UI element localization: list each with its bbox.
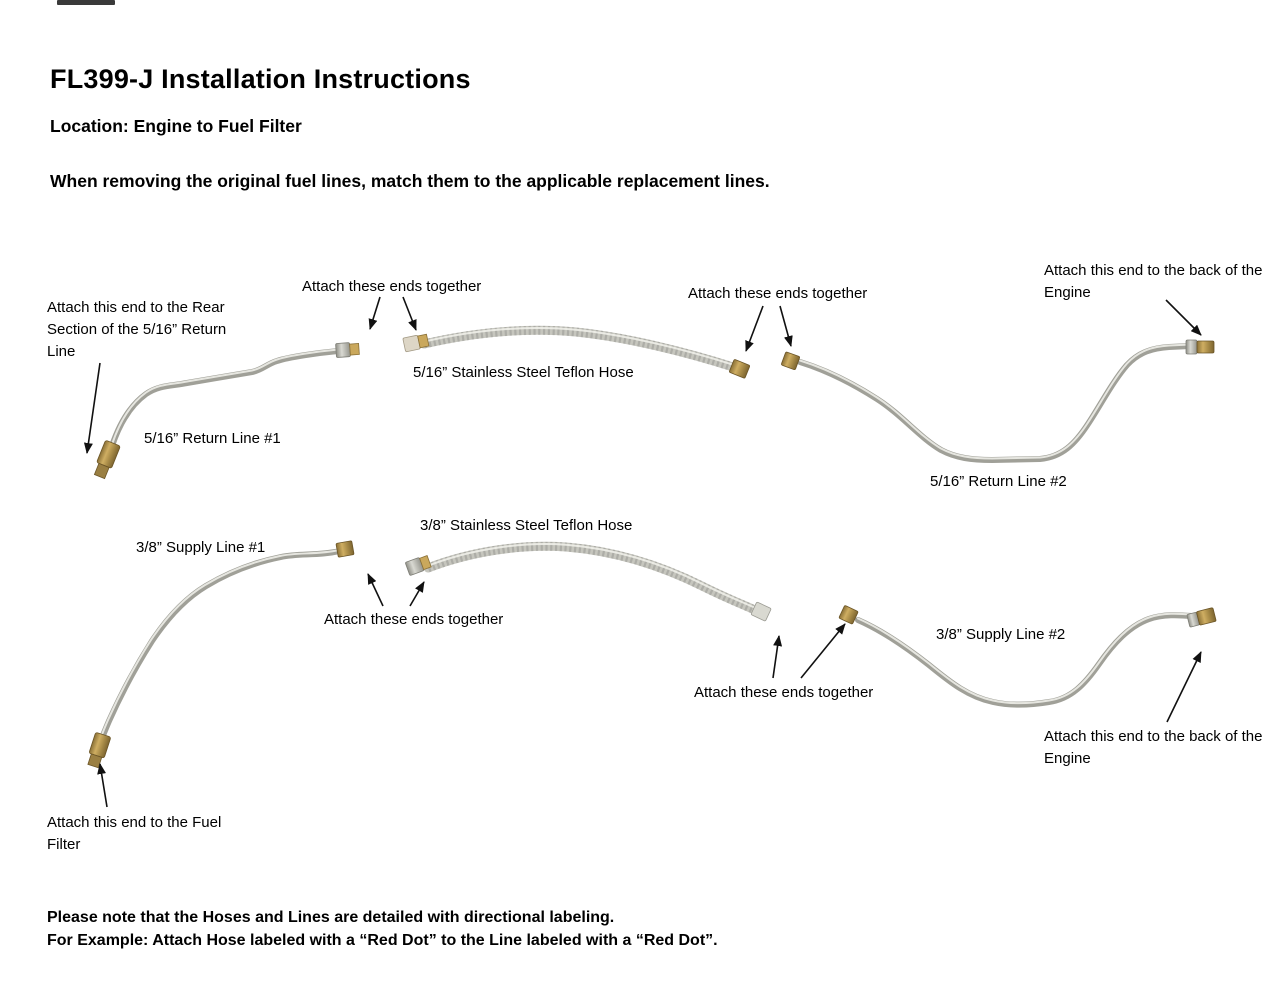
label-supply-hose: 3/8” Stainless Steel Teflon Hose [420, 517, 633, 534]
label-attach-ends-return-right: Attach these ends together [688, 285, 868, 302]
label-return-line-2: 5/16” Return Line #2 [930, 473, 1067, 490]
label-attach-fuel-filter: Attach this end to the Fuel Filter [47, 814, 222, 853]
flare-nut [335, 342, 360, 358]
note-line-1: Please note that the Hoses and Lines are… [47, 909, 615, 926]
tube-path [98, 548, 343, 744]
tube-highlight [857, 612, 1193, 705]
hose-braid [426, 541, 759, 616]
tube-path [855, 612, 1195, 708]
label-attach-engine-back-top: Attach this end to the back of the Engin… [1044, 262, 1263, 301]
tube-path [797, 343, 1193, 464]
engine-end-fitting [1186, 607, 1217, 628]
hose-end-fitting [750, 601, 772, 622]
supply-line-1 [87, 540, 355, 769]
footer-notes: Please note that the Hoses and Lines are… [47, 906, 718, 952]
arrow [368, 296, 381, 330]
flare-nut [781, 351, 800, 370]
intro-instruction: When removing the original fuel lines, m… [50, 171, 770, 191]
hose-end-fitting [402, 333, 430, 353]
arrow [367, 573, 384, 607]
flare-nut [838, 605, 859, 625]
brass-fitting [93, 440, 121, 480]
return-line-2 [781, 339, 1215, 464]
label-attach-ends-supply-mid: Attach these ends together [694, 684, 874, 701]
arrow [1166, 651, 1202, 723]
arrow [1165, 299, 1202, 336]
arrow [409, 581, 425, 607]
arrow [779, 305, 793, 347]
page-title: FL399-J Installation Instructions [50, 64, 471, 94]
label-supply-line-2: 3/8” Supply Line #2 [936, 626, 1066, 643]
hose-end-fitting [729, 359, 750, 379]
arrow [800, 623, 846, 679]
tube-highlight [111, 348, 339, 446]
arrow [745, 305, 764, 352]
arrow [402, 296, 417, 331]
hose-path [419, 325, 738, 372]
hose-highlight [423, 327, 734, 366]
brass-fitting [87, 732, 111, 769]
flare-nut [335, 540, 355, 558]
arrow [97, 763, 108, 808]
return-line-1 [93, 342, 360, 480]
hose-end-fitting [405, 555, 432, 576]
label-return-hose: 5/16” Stainless Steel Teflon Hose [413, 364, 634, 381]
tube-highlight [799, 343, 1191, 460]
label-attach-ends-supply-left: Attach these ends together [324, 611, 504, 628]
engine-end-fitting [1185, 339, 1215, 355]
hose-path [423, 541, 762, 616]
location-subtitle: Location: Engine to Fuel Filter [50, 116, 302, 136]
annotation-arrows [83, 296, 1202, 808]
tube-highlight [99, 549, 340, 741]
label-attach-engine-back-bottom: Attach this end to the back of the Engin… [1044, 728, 1263, 767]
page-edge-artifact [57, 0, 115, 5]
supply-line-2 [838, 605, 1217, 708]
label-return-line-1: 5/16” Return Line #1 [144, 430, 281, 447]
hose-highlight [427, 543, 758, 610]
label-attach-ends-return-left: Attach these ends together [302, 278, 482, 295]
arrow [83, 362, 101, 454]
note-line-2: For Example: Attach Hose labeled with a … [47, 932, 718, 949]
supply-hose [405, 541, 772, 622]
label-supply-line-1: 3/8” Supply Line #1 [136, 539, 266, 556]
label-attach-rear-section: Attach this end to the Rear Section of t… [47, 299, 227, 360]
arrow [772, 635, 783, 679]
return-hose [402, 325, 750, 379]
hose-braid [422, 325, 735, 372]
